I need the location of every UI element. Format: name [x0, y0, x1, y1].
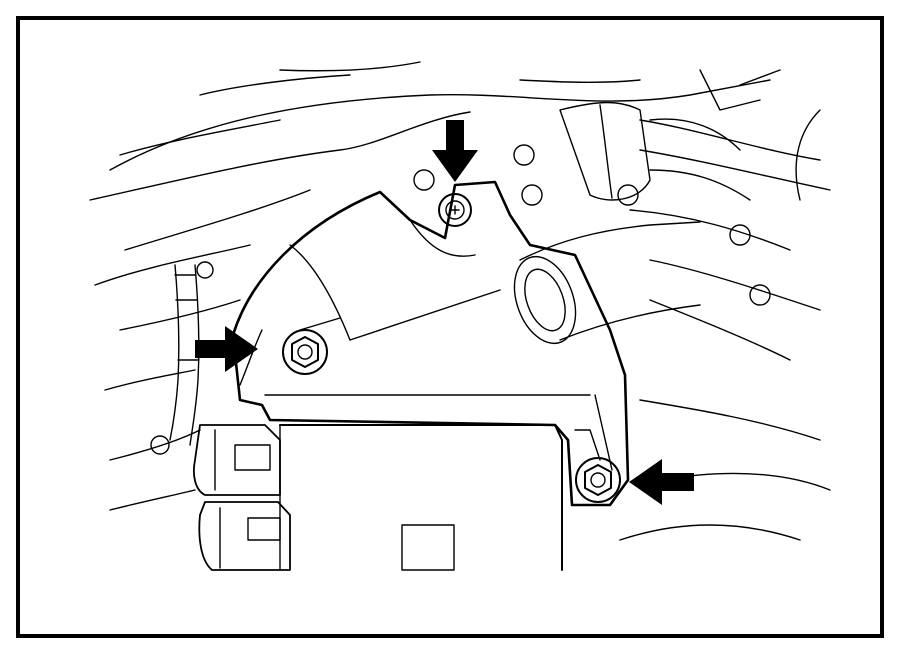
upper-hose	[559, 101, 751, 201]
callout-arrows	[195, 120, 694, 505]
bracket-bolts	[282, 193, 621, 503]
background-studs	[150, 144, 771, 455]
frame-border	[16, 16, 884, 638]
lower-right-bracket-bolt	[575, 457, 621, 503]
connector-upper	[192, 424, 281, 496]
illustration	[89, 61, 831, 571]
arrow-top	[432, 120, 478, 182]
bracket	[231, 180, 630, 507]
arrow-right	[629, 459, 694, 505]
connector-lower	[198, 501, 291, 571]
wire-harness	[169, 264, 200, 446]
engine-background-lines	[89, 61, 831, 541]
top-bracket-bolt	[438, 193, 472, 227]
coolant-pipe	[513, 221, 701, 345]
left-bracket-bolt	[282, 329, 328, 375]
arrow-left	[195, 326, 258, 372]
